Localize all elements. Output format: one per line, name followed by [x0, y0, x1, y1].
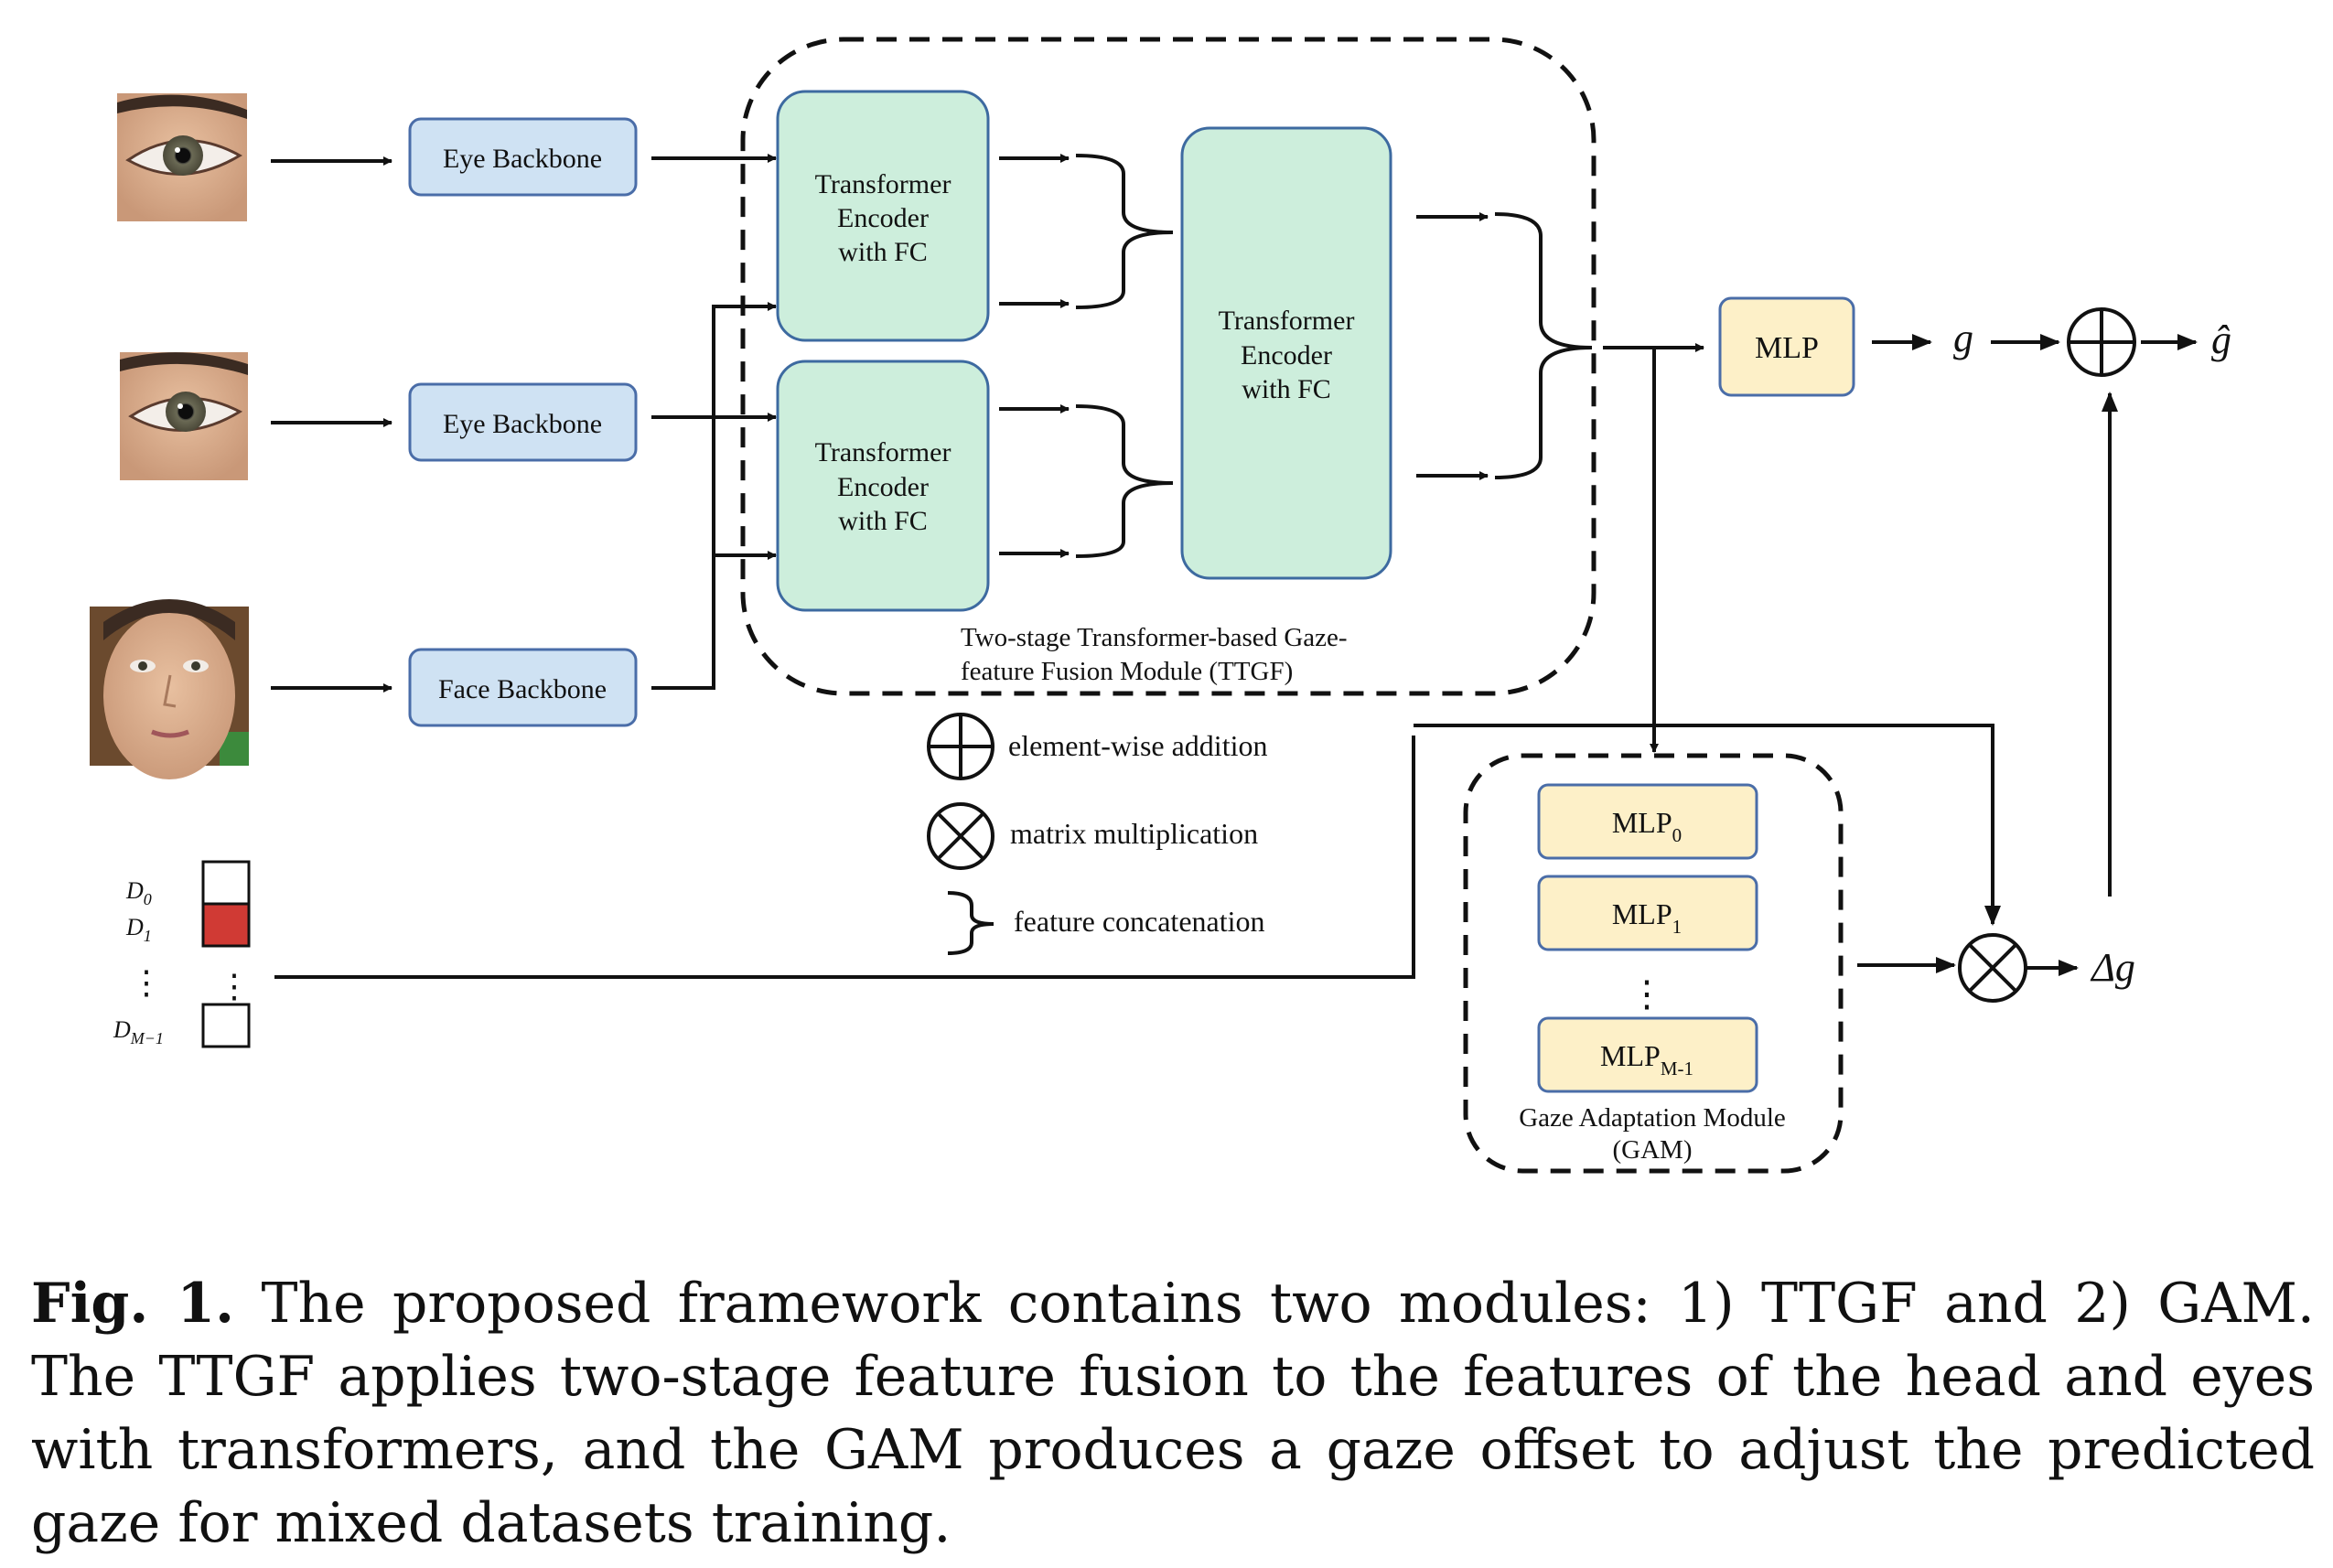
eye-photo-icon — [117, 93, 247, 221]
legend-concatenation: feature concatenation — [947, 891, 1265, 955]
caption-text: The proposed framework contains two modu… — [31, 1272, 2315, 1555]
domain-label-ellipsis: ⋮ — [130, 964, 163, 1001]
domain-label-0: D0 — [125, 877, 152, 908]
backbone-to-encoder-arrows — [651, 154, 777, 690]
ttgf-label-line2: feature Fusion Module (TTGF) — [961, 657, 1293, 686]
eye-backbone-1-label: Eye Backbone — [443, 144, 602, 174]
gam-container — [1463, 753, 1844, 1174]
encoder-big-line2: Encoder — [1241, 340, 1332, 371]
gam-ellipsis: ⋮ — [1629, 973, 1665, 1015]
circle-plus-icon — [2067, 307, 2136, 377]
legend-addition: element-wise addition — [927, 713, 1267, 780]
domain-label-m-1-base: D — [113, 1016, 131, 1043]
g-label: g — [1953, 316, 1973, 360]
curly-brace-icon — [947, 891, 994, 955]
eye-backbone-2-label: Eye Backbone — [443, 409, 602, 439]
gam-mlp-m-1-base: MLP — [1600, 1039, 1661, 1072]
face-backbone: Face Backbone — [408, 648, 638, 727]
domain-cell-ellipsis: ⋮ — [218, 968, 251, 1004]
encoder-top-line3: with FC — [838, 237, 928, 267]
transformer-encoder-top: Transformer Encoder with FC — [776, 90, 990, 342]
circle-times-icon — [927, 802, 994, 870]
fusion-to-mlp-arrow — [1603, 343, 1704, 753]
encoder-output-arrows — [999, 154, 1489, 558]
gam-mlp-0-base: MLP — [1612, 806, 1672, 839]
domain-label-m-1-sub: M−1 — [130, 1029, 164, 1047]
mlp-block: MLP — [1718, 296, 1855, 397]
gam-mlp-0-label: MLP0 — [1612, 806, 1682, 846]
domain-label-0-sub: 0 — [144, 890, 152, 908]
encoder-top-line2: Encoder — [837, 203, 929, 233]
encoder-bottom-line1: Transformer — [815, 437, 951, 467]
domain-label-1-sub: 1 — [144, 927, 152, 945]
gam-mlp-1-label: MLP1 — [1612, 897, 1682, 938]
gam-mlp-m-1: MLPM-1 — [1537, 1016, 1758, 1093]
encoder-top-line1: Transformer — [815, 169, 951, 199]
legend-multiplication: matrix multiplication — [927, 802, 1258, 870]
domain-label-0-base: D — [125, 877, 144, 904]
domain-cell-1-active — [201, 902, 251, 948]
figure-caption: Fig. 1. The proposed framework contains … — [31, 1267, 2315, 1560]
encoder-bottom-line3: with FC — [838, 506, 928, 536]
ttgf-container — [740, 37, 1597, 696]
gam-mlp-0-sub: 0 — [1672, 824, 1683, 846]
domain-label-m-1: DM−1 — [113, 1016, 164, 1047]
transformer-encoder-big: Transformer Encoder with FC — [1180, 126, 1392, 580]
domain-cell-0 — [201, 860, 251, 906]
encoder-bottom-line2: Encoder — [837, 472, 929, 502]
legend-addition-label: element-wise addition — [1008, 729, 1267, 762]
caption-label: Fig. 1. — [31, 1272, 235, 1336]
input-arrows — [271, 156, 392, 693]
ttgf-label-line1: Two-stage Transformer-based Gaze- — [961, 623, 1348, 652]
encoder-big-line3: with FC — [1242, 374, 1331, 404]
gam-mlp-1-sub: 1 — [1672, 916, 1683, 938]
gam-mlp-m-1-label: MLPM-1 — [1600, 1039, 1693, 1079]
gam-mlp-0: MLP0 — [1537, 783, 1758, 860]
legend-multiplication-label: matrix multiplication — [1010, 817, 1258, 850]
eye-backbone-1: Eye Backbone — [408, 117, 638, 197]
g-hat-label: ĝ — [2211, 317, 2231, 362]
face-photo-icon — [90, 599, 249, 779]
face-backbone-label: Face Backbone — [438, 674, 607, 704]
eye-photo-icon — [120, 352, 248, 480]
domain-label-1: D1 — [125, 914, 152, 945]
domain-label-1-base: D — [125, 914, 144, 940]
delta-g-label: Δg — [2090, 945, 2135, 990]
eye-backbone-2: Eye Backbone — [408, 382, 638, 462]
circle-plus-icon — [927, 713, 994, 780]
domain-cell-m-1 — [201, 1003, 251, 1048]
gam-label-line2: (GAM) — [1613, 1135, 1693, 1165]
gam-label-line1: Gaze Adaptation Module — [1519, 1103, 1786, 1133]
curly-brace-icon — [1075, 154, 1593, 558]
mlp-label: MLP — [1755, 331, 1819, 365]
encoder-big-line1: Transformer — [1219, 306, 1355, 336]
gam-mlp-m-1-sub: M-1 — [1661, 1058, 1693, 1079]
legend-concatenation-label: feature concatenation — [1014, 905, 1265, 938]
circle-times-icon — [1958, 933, 2027, 1003]
transformer-encoder-bottom: Transformer Encoder with FC — [776, 360, 990, 612]
framework-diagram: Eye Backbone Eye Backbone Face Backbone … — [90, 37, 2231, 1174]
domain-vector: D0 D1 ⋮ DM−1 ⋮ — [113, 860, 251, 1048]
gam-mlp-1-base: MLP — [1612, 897, 1672, 930]
gam-mlp-1: MLP1 — [1537, 875, 1758, 951]
